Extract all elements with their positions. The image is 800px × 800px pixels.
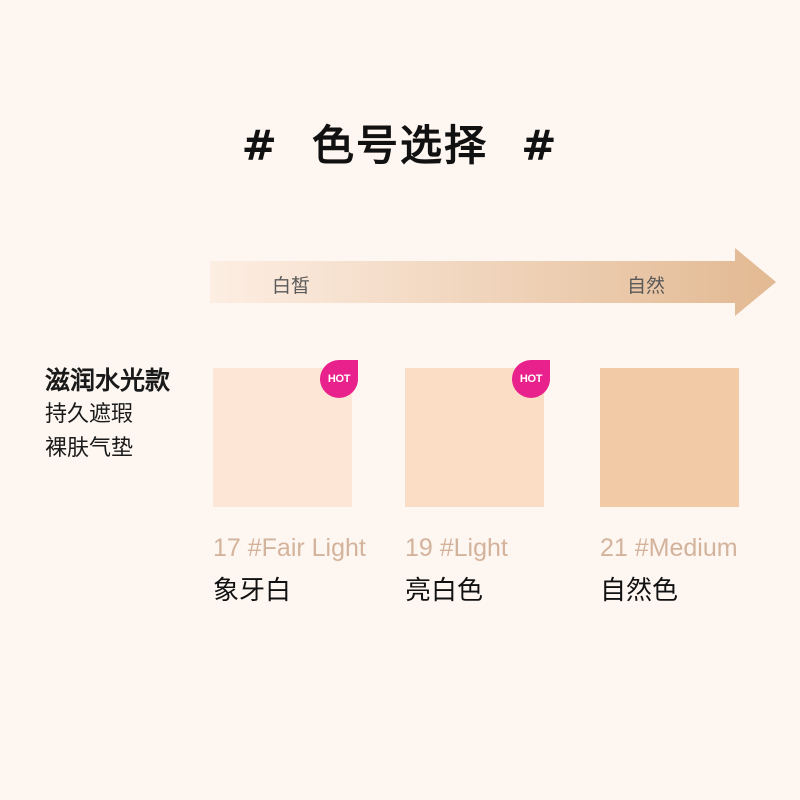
scale-label-fair: 白皙 — [272, 275, 311, 297]
shade-swatch — [600, 368, 739, 507]
shade-card-17[interactable]: HOT 17 #Fair Light 象牙白 — [213, 360, 366, 606]
hot-badge-label: HOT — [327, 373, 351, 385]
series-feature: 持久遮瑕 — [45, 402, 134, 427]
hot-badge: HOT — [320, 360, 358, 398]
shade-name: 亮白色 — [405, 576, 484, 606]
shade-scale-arrow — [210, 248, 776, 316]
product-series-info: 滋润水光款 持久遮瑕 裸肤气垫 — [45, 364, 170, 466]
hot-badge: HOT — [512, 360, 550, 398]
shade-card-21[interactable]: HOT 21 #Medium 自然色 — [600, 368, 739, 606]
shade-code: 21 #Medium — [600, 534, 738, 562]
shade-name: 象牙白 — [213, 576, 292, 606]
shade-card-19[interactable]: HOT 19 #Light 亮白色 — [405, 360, 550, 606]
shade-code: 17 #Fair Light — [213, 534, 366, 562]
scale-label-natural: 自然 — [627, 275, 666, 297]
hot-badge-label: HOT — [519, 373, 543, 385]
series-feature: 裸肤气垫 — [45, 436, 134, 461]
hot-badge-shape — [320, 360, 358, 398]
shade-name: 自然色 — [600, 576, 679, 606]
hot-badge-shape — [512, 360, 550, 398]
series-name: 滋润水光款 — [45, 366, 171, 395]
shade-code: 19 #Light — [405, 534, 508, 562]
page-title: # 色号选择 # — [241, 121, 559, 170]
